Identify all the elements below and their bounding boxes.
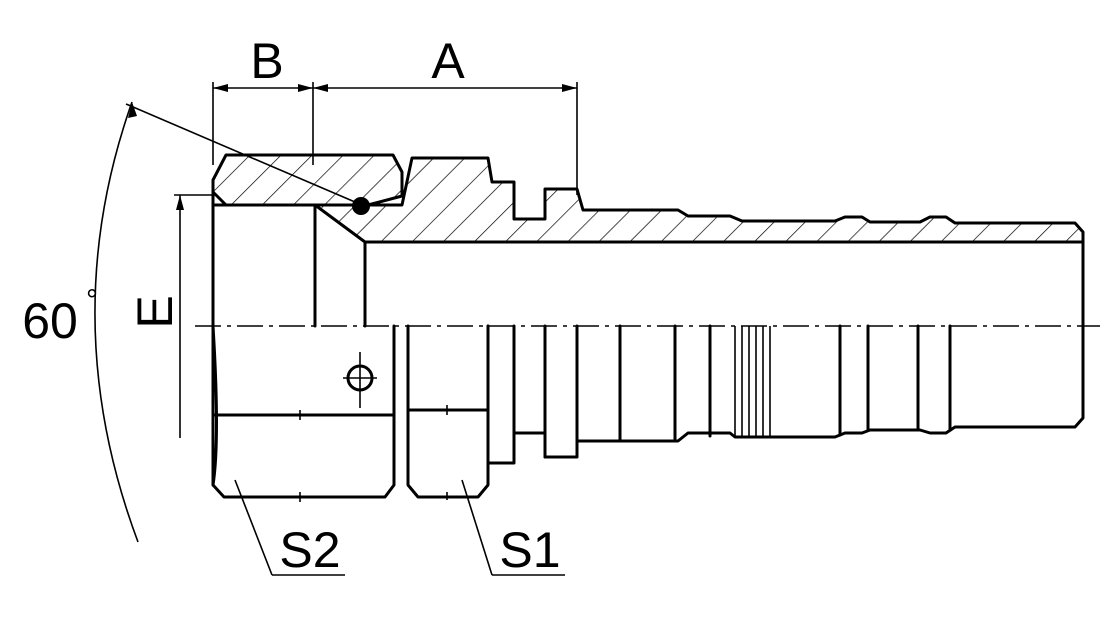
angle-dimension: 60 ° [22,101,363,543]
dimension-e: E [127,194,215,438]
lower-exterior [211,324,1085,502]
dimension-a-label: A [431,33,465,89]
upper-section [211,153,1085,328]
angle-unit: ° [86,284,98,317]
seat-ball [352,197,370,215]
dimension-b-label: B [250,33,283,89]
dimension-b-a: B A [212,33,578,195]
dimension-e-label: E [127,295,183,328]
wrench-flat-labels: S2 S1 [234,479,565,578]
angle-value: 60 [22,293,78,349]
s1-label: S1 [499,522,560,578]
s2-label: S2 [279,522,340,578]
